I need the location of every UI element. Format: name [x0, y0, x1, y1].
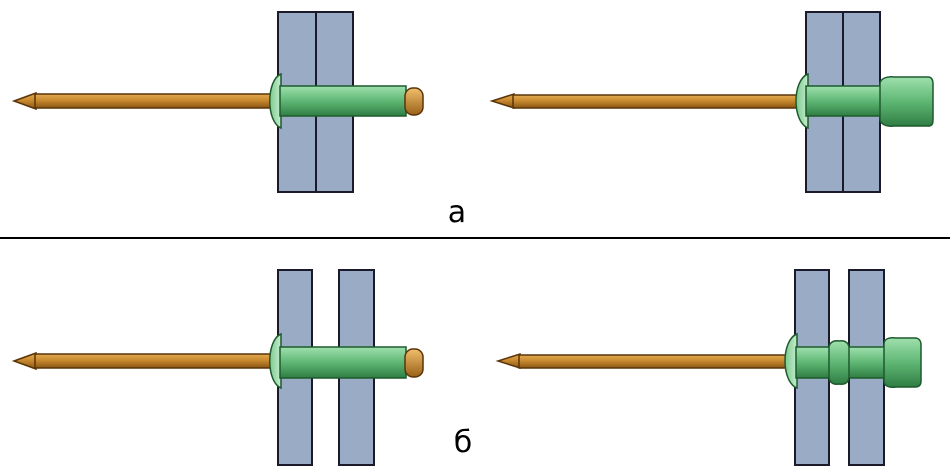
mandrel-knob — [404, 348, 424, 378]
rivet-head — [784, 332, 798, 390]
panel-b: б — [11, 269, 922, 466]
mandrel-knob — [404, 87, 424, 116]
rivet-before-b — [11, 269, 424, 466]
rivet-before-a — [11, 11, 424, 193]
mandrel — [34, 93, 286, 109]
panel-label-a: а — [448, 195, 466, 230]
rivet-bulb-middle — [828, 340, 850, 385]
panel-a: а — [11, 11, 934, 230]
panel-label-b: б — [454, 425, 473, 460]
rivet-bulb — [879, 76, 934, 127]
rivet-sleeve — [279, 85, 407, 117]
mandrel-tip — [489, 92, 515, 110]
rivet-head — [795, 72, 809, 130]
mandrel — [512, 94, 806, 109]
mandrel — [34, 353, 286, 369]
rivet-sleeve — [805, 85, 883, 117]
rivet-bulb-end — [883, 337, 922, 388]
mandrel-tip — [11, 351, 37, 371]
rivet-head — [269, 72, 282, 130]
rivet-sleeve — [279, 346, 407, 379]
rivet-after-b — [495, 269, 922, 466]
mandrel-tip — [495, 352, 521, 370]
rivet-head — [269, 332, 282, 390]
mandrel-tip — [11, 91, 37, 111]
mandrel — [518, 354, 800, 369]
rivet-after-a — [489, 11, 934, 193]
